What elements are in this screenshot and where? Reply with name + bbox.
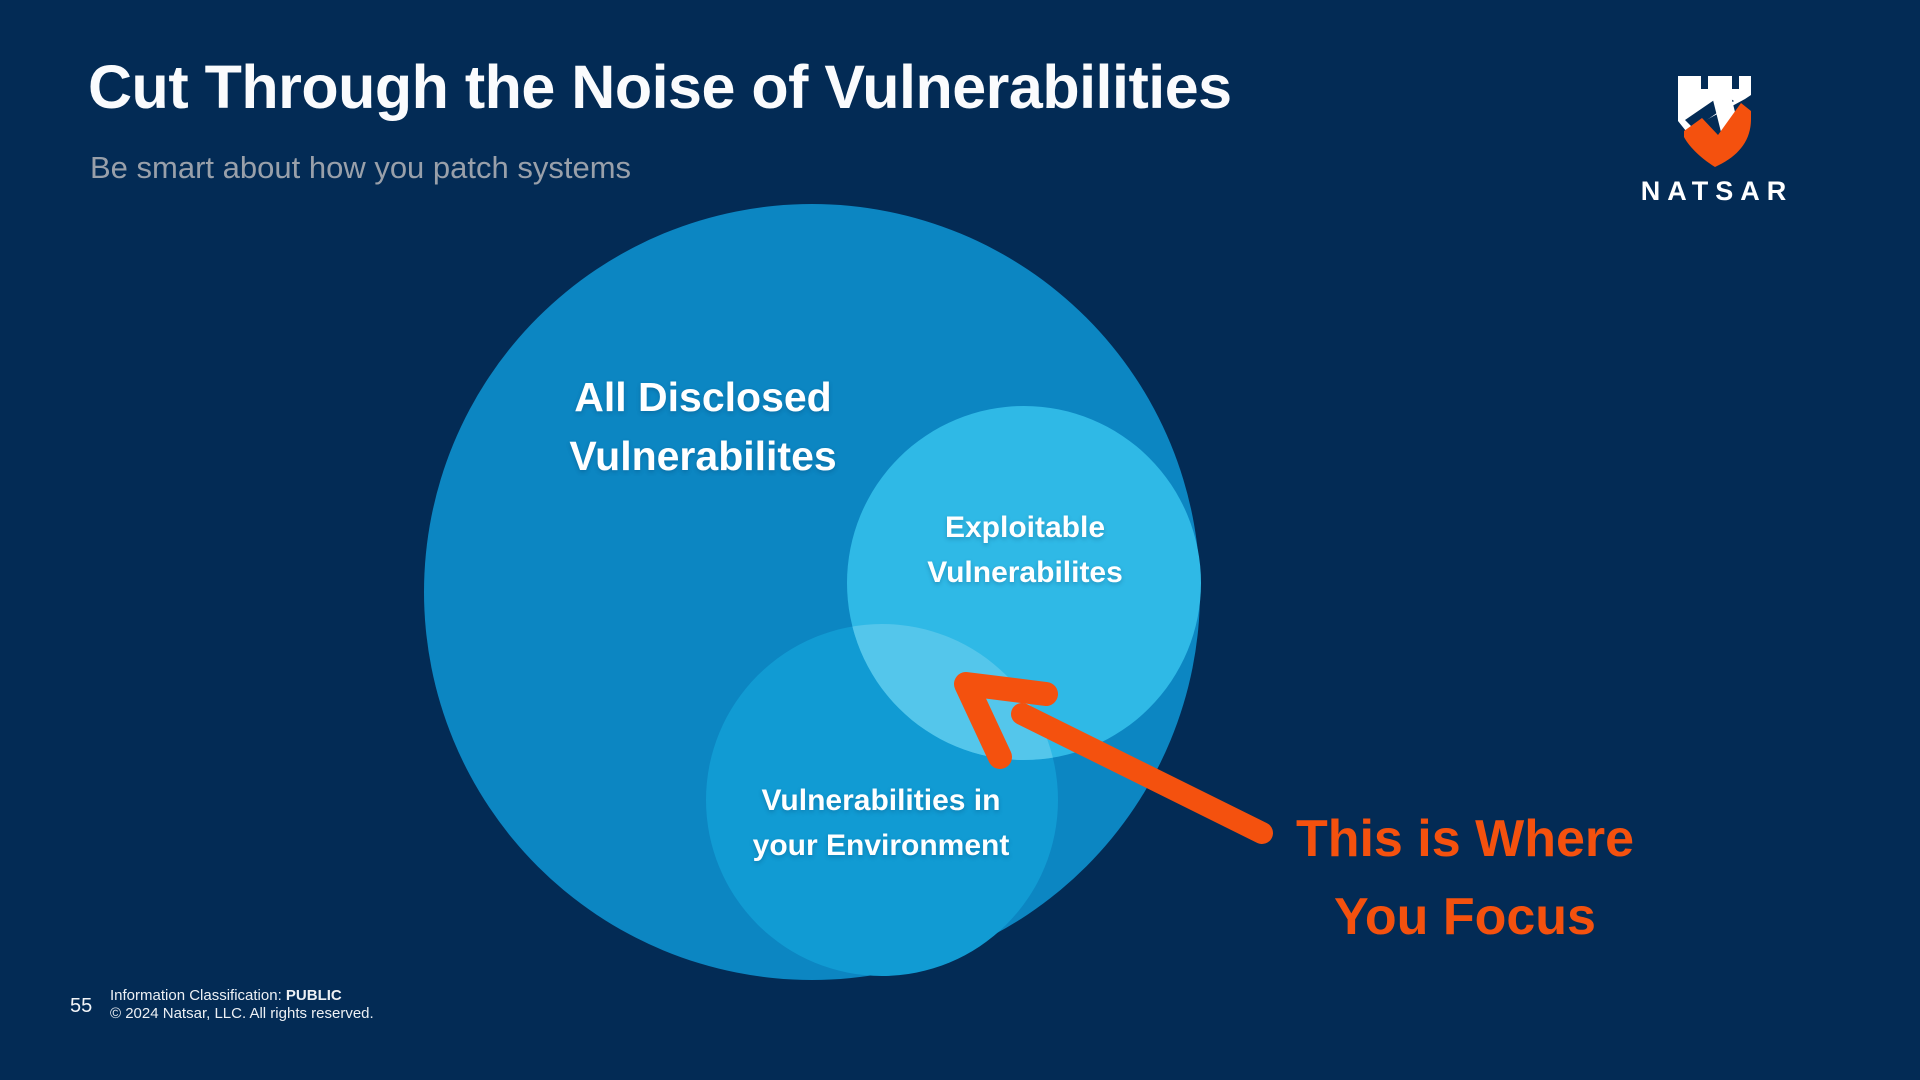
label-exploitable-line1: Exploitable [944, 511, 1106, 544]
footer-info: Information Classification: PUBLIC © 202… [110, 987, 610, 1023]
focus-annotation: This is Where You Focus [1195, 800, 1735, 956]
label-environment: Vulnerabilities in your Environment [631, 778, 1131, 868]
focus-arrow [954, 672, 1273, 844]
page-title: Cut Through the Noise of Vulnerabilities [88, 53, 1232, 121]
castle-shield-icon [1678, 76, 1751, 167]
label-environment-line1: Vulnerabilities in [761, 784, 1001, 817]
page-subtitle: Be smart about how you patch systems [90, 150, 632, 185]
label-all-line1: All Disclosed [574, 374, 832, 420]
focus-annotation-line1: This is Where [1295, 810, 1635, 868]
classification-label: Information Classification: [110, 987, 286, 1004]
label-environment-line2: your Environment [752, 829, 1010, 862]
focus-annotation-line2: You Focus [1334, 888, 1596, 946]
page-number: 55 [70, 995, 93, 1017]
label-all-disclosed: All Disclosed Vulnerabilites [453, 368, 953, 486]
label-exploitable-line2: Vulnerabilites [927, 556, 1123, 589]
classification-value: PUBLIC [285, 987, 342, 1004]
brand-wordmark: NATSAR [1640, 176, 1794, 206]
label-all-line2: Vulnerabilites [569, 433, 837, 479]
copyright-line: © 2024 Natsar, LLC. All rights reserved. [110, 1005, 374, 1022]
overlap-lens [847, 624, 1058, 760]
label-exploitable: Exploitable Vulnerabilites [825, 505, 1225, 595]
classification-line: Information Classification: PUBLIC [110, 987, 610, 1005]
